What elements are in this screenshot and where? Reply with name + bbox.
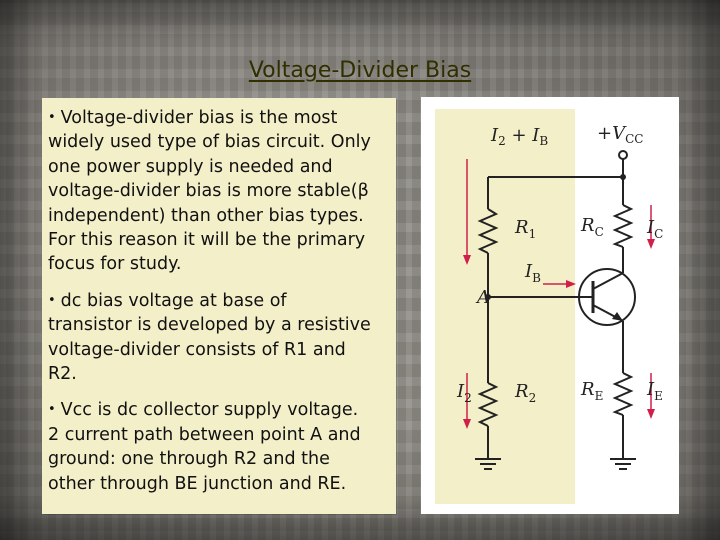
p2-line-1: dc bias voltage at base of xyxy=(60,290,287,311)
bullet-icon: • xyxy=(48,292,56,308)
paragraph-3: •Vcc is dc collector supply voltage. 2 c… xyxy=(48,398,390,496)
rc-resistor xyxy=(612,204,634,248)
vcc-label: +VCC xyxy=(597,123,643,146)
ic-arrow-icon xyxy=(647,239,655,249)
p1-line-2: widely used type of bias circuit. Only xyxy=(48,132,371,153)
p3-line-3: ground: one through R2 and the xyxy=(48,449,330,470)
current-arrows xyxy=(466,159,652,423)
circuit-diagram: I2 + IB +VCC R1 RC IC IB A I2 R2 RE IE xyxy=(435,109,663,504)
arrow-heads xyxy=(463,239,655,429)
r1-label: R1 xyxy=(514,217,536,241)
circuit-wires xyxy=(475,150,636,470)
rc-label: RC xyxy=(580,215,604,239)
p2-line-2: transistor is developed by a resistive xyxy=(48,315,371,336)
i2-label: I2 xyxy=(456,381,472,405)
r2-label: R2 xyxy=(514,381,536,405)
node-a-label: A xyxy=(475,287,490,308)
re-label: RE xyxy=(580,379,603,403)
emitter-arrow xyxy=(612,312,623,321)
p3-line-4: other through BE junction and RE. xyxy=(48,473,347,494)
p1-line-6: For this reason it will be the primary xyxy=(48,230,366,251)
paragraph-1: • Voltage-divider bias is the most widely… xyxy=(48,106,390,277)
p1-line-3: one power supply is needed and xyxy=(48,156,333,177)
p1-line-5: independent) than other bias types. xyxy=(48,205,364,226)
re-resistor xyxy=(612,372,634,416)
paragraph-2: •dc bias voltage at base of transistor i… xyxy=(48,289,390,387)
ie-label: IE xyxy=(646,379,663,403)
p1-line-7: focus for study. xyxy=(48,254,182,275)
ic-label: IC xyxy=(646,217,663,241)
r1-resistor xyxy=(477,208,499,254)
ie-arrow-icon xyxy=(647,409,655,419)
p1-line-4: voltage-divider bias is more stable(β xyxy=(48,181,369,202)
p2-line-4: R2. xyxy=(48,364,77,385)
p1-line-1: Voltage-divider bias is the most xyxy=(60,108,338,128)
node-a-dot xyxy=(485,294,491,300)
p3-line-2: 2 current path between point A and xyxy=(48,424,361,445)
i2-arrow-icon xyxy=(463,419,471,429)
text-panel: • Voltage-divider bias is the most widely… xyxy=(42,98,396,514)
vcc-terminal xyxy=(618,150,628,160)
ib-arrow-icon xyxy=(566,280,576,288)
i2-plus-ib-arrow-icon xyxy=(463,255,471,265)
circuit-figure: I2 + IB +VCC R1 RC IC IB A I2 R2 RE IE xyxy=(421,97,679,514)
highlight-panel xyxy=(435,109,575,504)
p3-line-1: Vcc is dc collector supply voltage. xyxy=(60,400,359,421)
slide-title: Voltage-Divider Bias xyxy=(248,58,472,83)
i2-plus-ib-label: I2 + IB xyxy=(490,125,548,148)
r2-resistor xyxy=(477,382,499,427)
ib-label: IB xyxy=(524,261,541,285)
bullet-icon: • xyxy=(48,110,56,125)
p2-line-3: voltage-divider consists of R1 and xyxy=(48,339,346,360)
bullet-icon: • xyxy=(48,402,56,418)
